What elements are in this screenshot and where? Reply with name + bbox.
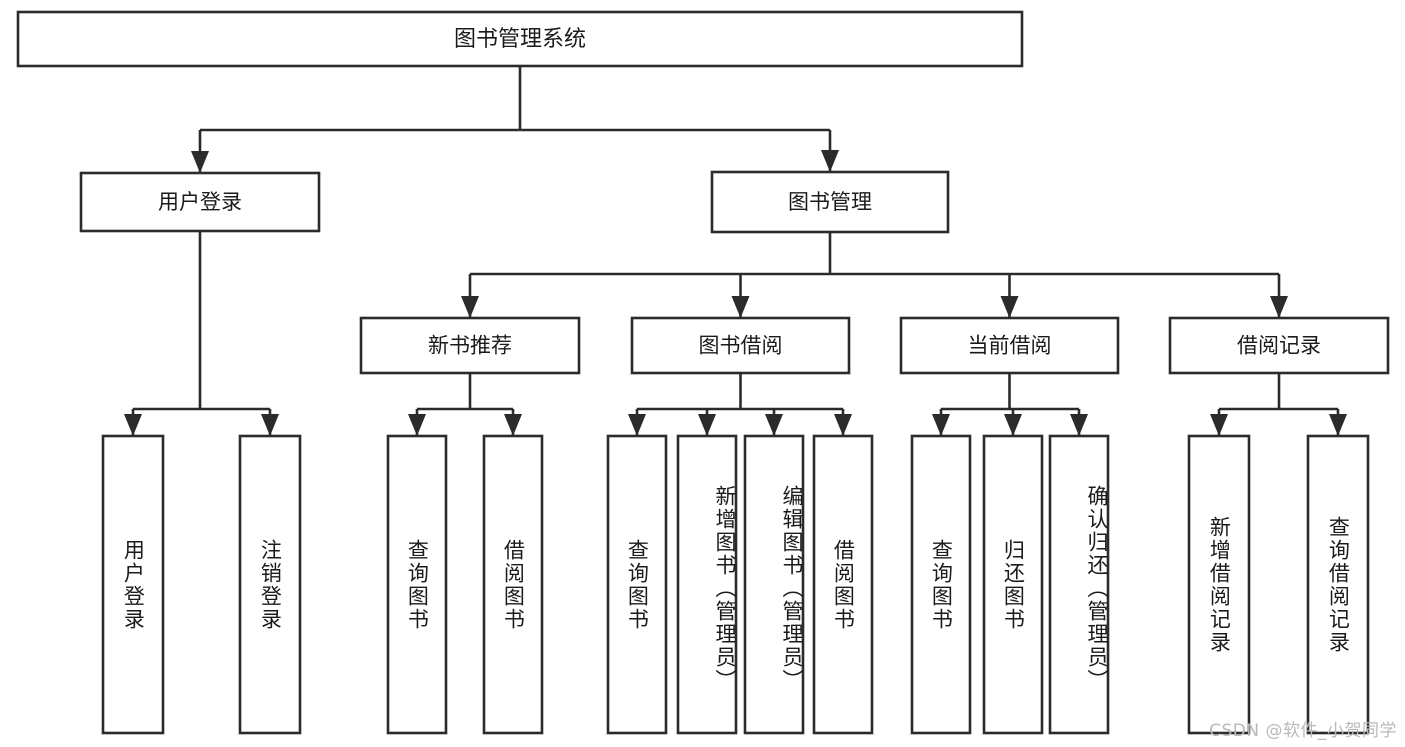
arrow-head-icon	[408, 414, 426, 436]
leaf-node-box-10[interactable]	[1048, 434, 1110, 735]
level3-node-box-3[interactable]	[1168, 316, 1390, 375]
node-box-layer	[16, 10, 1390, 735]
level2-node-box-0[interactable]	[79, 171, 321, 233]
level3-node-box-2[interactable]	[899, 316, 1120, 375]
level2-node-box-1[interactable]	[710, 170, 950, 234]
leaf-node-box-0[interactable]	[101, 434, 165, 735]
level2-node-label-0: 用户登录	[158, 190, 242, 214]
arrow-head-icon	[731, 296, 750, 318]
level3-node-box-0[interactable]	[359, 316, 581, 375]
leaf-node-box-5[interactable]	[676, 434, 738, 735]
arrow-head-icon	[1004, 414, 1022, 436]
arrow-head-icon	[461, 296, 479, 318]
level3-node-box-1[interactable]	[630, 316, 851, 375]
arrow-head-icon	[1270, 296, 1288, 318]
leaf-node-box-11[interactable]	[1187, 434, 1251, 735]
leaf-node-box-4[interactable]	[606, 434, 668, 735]
leaf-node-box-2[interactable]	[386, 434, 448, 735]
leaf-node-box-1[interactable]	[238, 434, 302, 735]
arrow-head-icon	[821, 150, 839, 172]
arrow-head-icon	[1329, 414, 1347, 436]
arrow-head-icon	[628, 414, 646, 436]
arrow-head-icon	[1000, 296, 1019, 318]
leaf-node-box-7[interactable]	[812, 434, 874, 735]
arrow-head-icon	[1210, 414, 1228, 436]
level3-node-label-1: 图书借阅	[699, 334, 783, 358]
arrow-head-icon	[765, 414, 783, 436]
level2-node-label-1: 图书管理	[788, 190, 872, 214]
level3-node-label-0: 新书推荐	[428, 334, 512, 358]
arrow-head-icon	[261, 414, 279, 436]
arrow-head-icon	[191, 151, 209, 173]
arrow-head-icon	[932, 414, 950, 436]
leaf-node-box-12[interactable]	[1306, 434, 1370, 735]
arrow-head-icon	[504, 414, 522, 436]
leaf-node-box-6[interactable]	[743, 434, 805, 735]
root-node-box[interactable]	[16, 10, 1024, 68]
arrow-head-icon	[124, 414, 142, 436]
arrow-head-icon	[1070, 414, 1088, 436]
leaf-node-box-9[interactable]	[982, 434, 1044, 735]
level3-node-label-2: 当前借阅	[968, 334, 1052, 358]
leaf-node-box-8[interactable]	[910, 434, 972, 735]
level3-node-label-3: 借阅记录	[1237, 334, 1321, 358]
root-node-label: 图书管理系统	[454, 27, 586, 52]
arrow-head-icon	[698, 414, 716, 436]
leaf-node-box-3[interactable]	[482, 434, 544, 735]
connector-layer	[124, 66, 1347, 436]
arrow-head-icon	[834, 414, 852, 436]
watermark-text: CSDN @软件_小贺同学	[1209, 721, 1397, 741]
